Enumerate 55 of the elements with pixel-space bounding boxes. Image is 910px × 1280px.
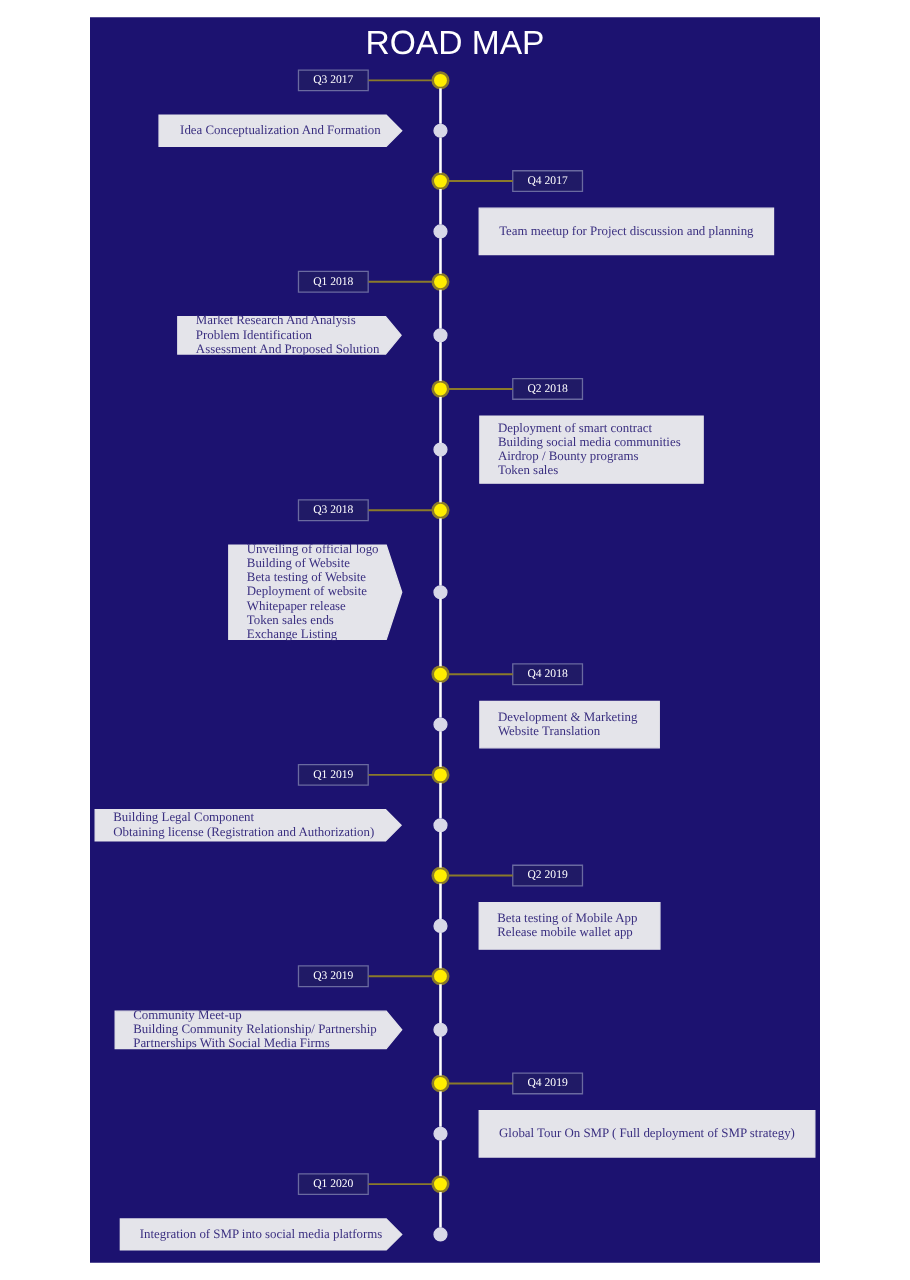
connector xyxy=(439,782,442,819)
connector xyxy=(439,238,442,274)
connector xyxy=(439,289,442,329)
connector xyxy=(367,79,434,82)
node-circle xyxy=(431,71,450,90)
node-circle xyxy=(431,272,450,291)
node-circle xyxy=(433,585,448,600)
connector xyxy=(367,509,434,512)
node-circle xyxy=(433,1022,448,1037)
node-circle xyxy=(431,866,450,885)
node-circle xyxy=(431,1175,450,1194)
connector xyxy=(439,456,442,503)
node-circle xyxy=(433,224,448,239)
node-circle xyxy=(431,172,450,191)
connector xyxy=(439,518,442,586)
connector xyxy=(439,1091,442,1127)
node-circle xyxy=(431,765,450,784)
diagram-title: ROAD MAP xyxy=(365,24,545,63)
connector xyxy=(367,773,434,776)
connector xyxy=(439,598,442,667)
connector xyxy=(439,396,442,444)
node-circle xyxy=(431,379,450,398)
node-circle xyxy=(433,328,448,343)
node-circle xyxy=(431,501,450,520)
node-circle xyxy=(431,665,450,684)
connector xyxy=(439,189,442,225)
connector xyxy=(439,342,442,382)
connector xyxy=(439,731,442,767)
node-circle xyxy=(433,442,448,457)
connector xyxy=(447,874,514,877)
node-circle xyxy=(431,967,450,986)
connector xyxy=(367,1183,434,1186)
connector xyxy=(439,88,442,124)
connector xyxy=(439,883,442,919)
connector xyxy=(447,673,514,676)
connector xyxy=(367,975,434,978)
node-circle xyxy=(433,918,448,934)
node-circle xyxy=(433,1227,448,1242)
node-circle xyxy=(433,123,448,138)
connector xyxy=(439,932,442,969)
node-circle xyxy=(433,1126,448,1141)
connector xyxy=(439,1192,442,1228)
node-circle xyxy=(433,818,448,833)
connector xyxy=(367,280,434,283)
connector xyxy=(439,682,442,718)
connector xyxy=(439,984,442,1023)
connector xyxy=(439,1140,442,1177)
connector xyxy=(439,137,442,174)
connector xyxy=(447,387,514,390)
node-circle xyxy=(433,717,448,732)
connector xyxy=(447,180,514,183)
node-circle xyxy=(431,1074,450,1093)
connector xyxy=(439,1036,442,1076)
connector xyxy=(447,1082,514,1085)
connector xyxy=(439,832,442,868)
